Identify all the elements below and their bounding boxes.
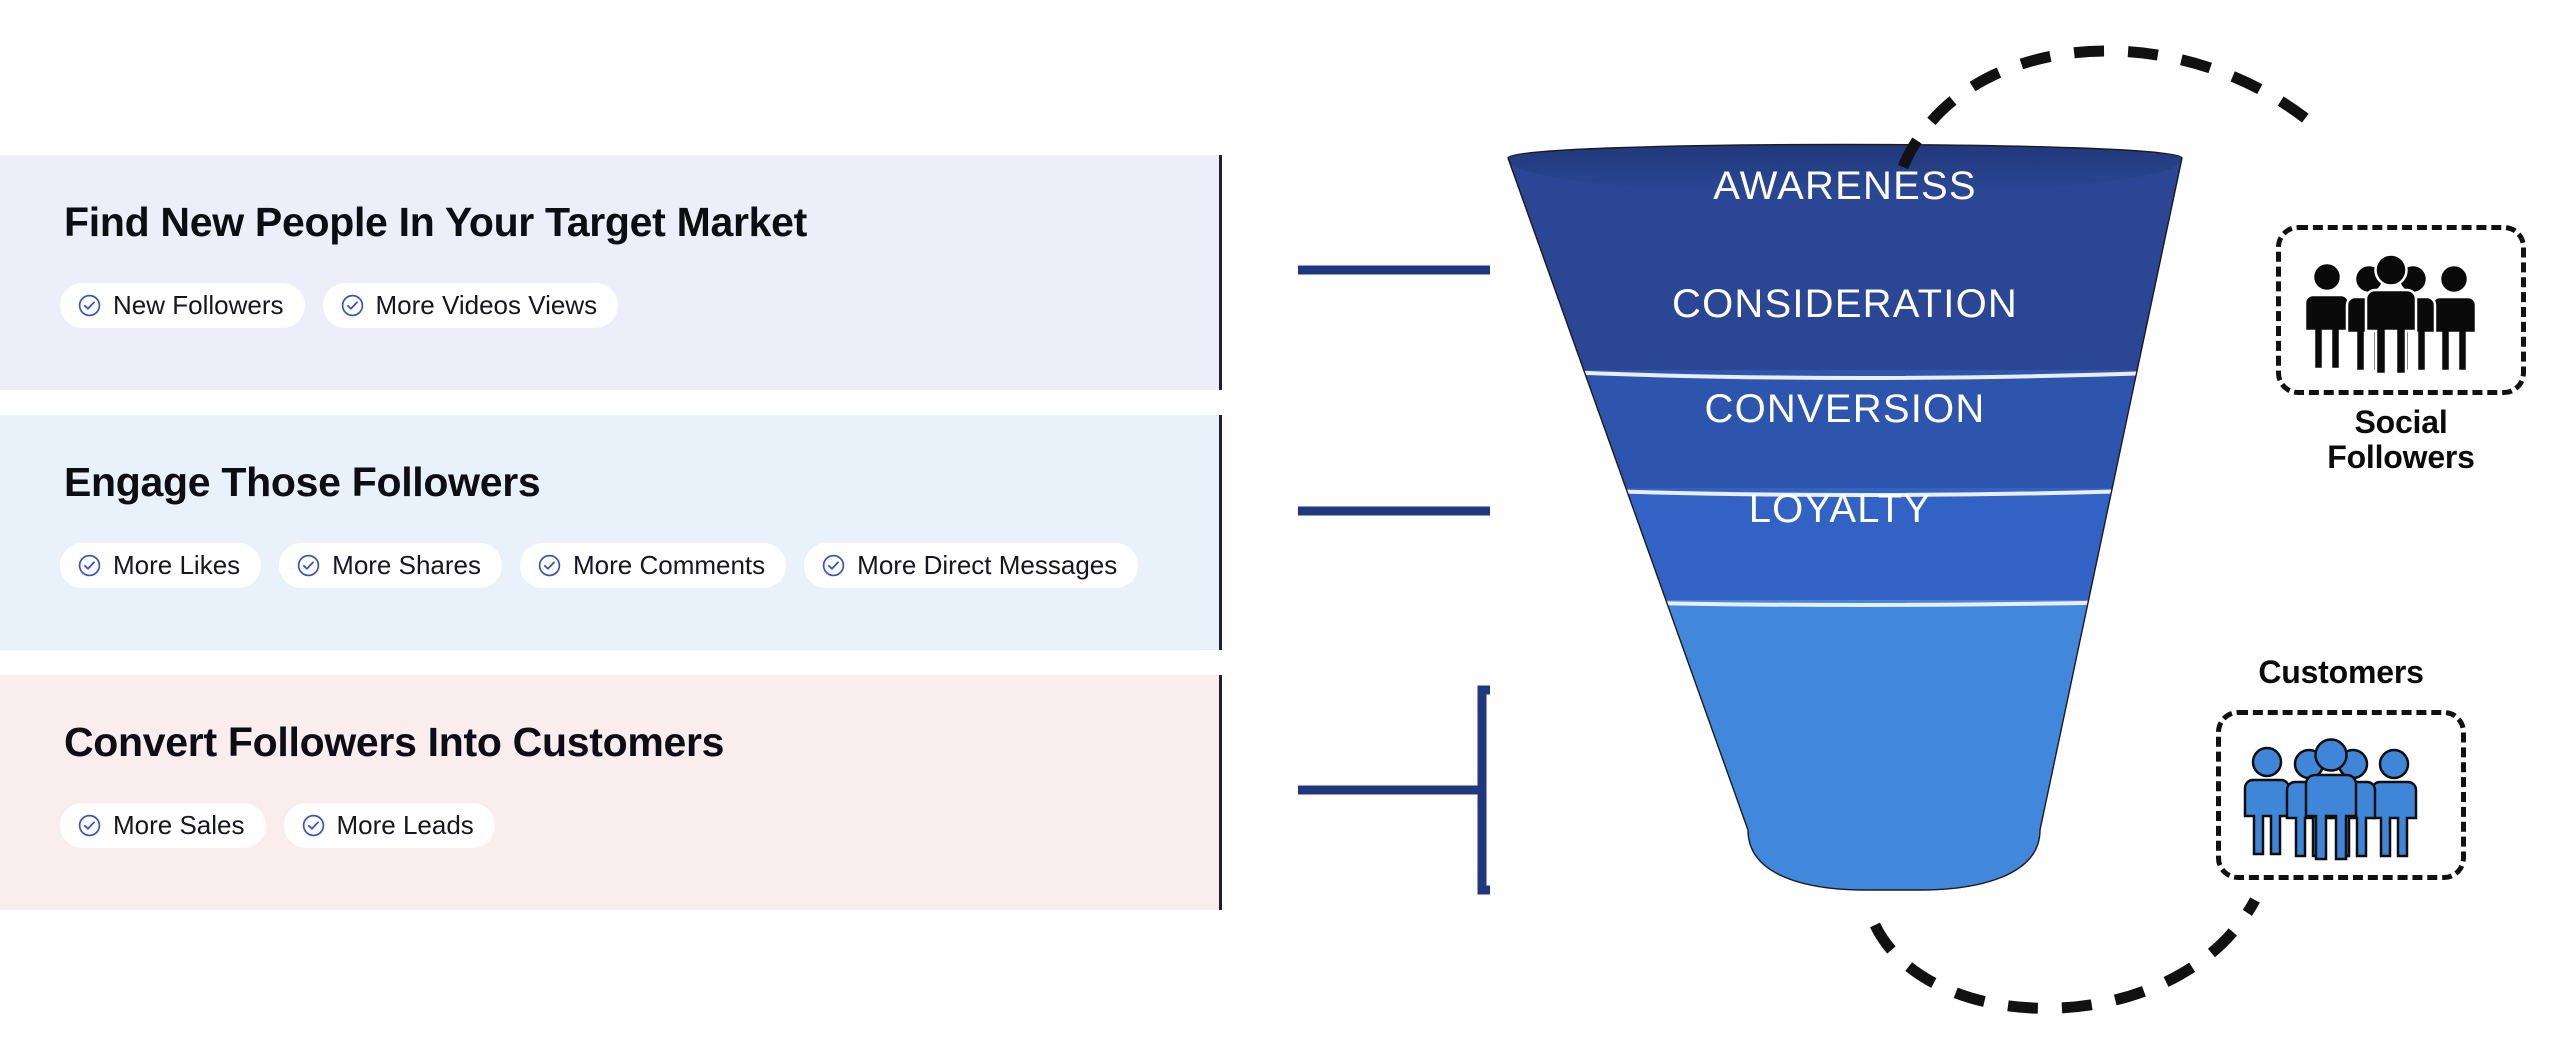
funnel-outline [1507, 143, 2183, 891]
chip-label: More Likes [113, 550, 241, 580]
panel-chip-list: More Likes More Shares More Comments [60, 543, 1139, 588]
caption-line-1: Social [2354, 404, 2448, 440]
caption-line-1: Customers [2258, 654, 2424, 690]
funnel-rim [1508, 144, 2182, 194]
chip-label: More Videos Views [375, 290, 598, 320]
circle-check-icon [78, 554, 101, 576]
chip-more-shares[interactable]: More Shares [279, 543, 502, 588]
chip-more-likes[interactable]: More Likes [60, 543, 262, 588]
customers-caption: Customers [2216, 655, 2466, 690]
funnel-label-loyalty: LOYALTY [1748, 487, 1932, 531]
circle-check-icon [822, 554, 845, 576]
connector-bracket-conversion [1477, 685, 1490, 895]
social-followers-group: Social Followers [2276, 225, 2526, 474]
chip-new-followers[interactable]: New Followers [60, 283, 305, 328]
social-followers-box [2276, 225, 2526, 395]
panel-title: Engage Those Followers [64, 459, 541, 505]
circle-check-icon [78, 294, 101, 316]
panel-chip-list: New Followers More Videos Views [60, 283, 619, 328]
chip-more-comments[interactable]: More Comments [520, 543, 787, 588]
circle-check-icon [297, 554, 320, 576]
chip-more-leads[interactable]: More Leads [283, 803, 495, 848]
chip-more-videos-views[interactable]: More Videos Views [322, 283, 619, 328]
circle-check-icon [538, 554, 561, 576]
awareness-panel: Find New People In Your Target Market Ne… [0, 155, 1222, 390]
funnel-label-conversion: CONVERSION [1704, 387, 1986, 431]
chip-more-sales[interactable]: More Sales [60, 803, 266, 848]
chip-label: More Sales [113, 810, 245, 840]
dashed-arc-bottom [1870, 897, 2260, 1014]
funnel-graphic [1507, 143, 2183, 891]
circle-check-icon [302, 814, 324, 836]
panel-title: Convert Followers Into Customers [64, 719, 725, 765]
customers-box [2216, 710, 2466, 880]
people-group-icon [2303, 253, 2478, 376]
circle-check-icon [341, 294, 363, 316]
social-followers-caption: Social Followers [2276, 405, 2526, 474]
customers-group: Customers [2216, 655, 2466, 905]
dashed-arc-top [1897, 45, 2324, 170]
marketing-funnel: AWARENESS CONSIDERATION CONVERSION LOYAL… [1480, 130, 2280, 960]
panel-chip-list: More Sales More Leads [60, 803, 495, 848]
chip-label: More Leads [336, 810, 474, 840]
conversion-panel: Convert Followers Into Customers More Sa… [0, 675, 1222, 910]
caption-line-2: Followers [2327, 438, 2475, 475]
engagement-panel: Engage Those Followers More Likes More S… [0, 415, 1222, 650]
chip-label: More Direct Messages [857, 550, 1118, 580]
chip-label: More Shares [332, 550, 481, 580]
people-group-icon [2243, 738, 2418, 861]
funnel-stage-consideration [1508, 370, 2182, 488]
circle-check-icon [78, 814, 101, 836]
chip-more-direct-messages[interactable]: More Direct Messages [804, 543, 1139, 588]
panel-title: Find New People In Your Target Market [64, 199, 807, 245]
funnel-label-awareness: AWARENESS [1713, 164, 1977, 208]
chip-label: New Followers [113, 290, 284, 320]
chip-label: More Comments [573, 550, 766, 580]
funnel-label-consideration: CONSIDERATION [1672, 282, 2018, 326]
